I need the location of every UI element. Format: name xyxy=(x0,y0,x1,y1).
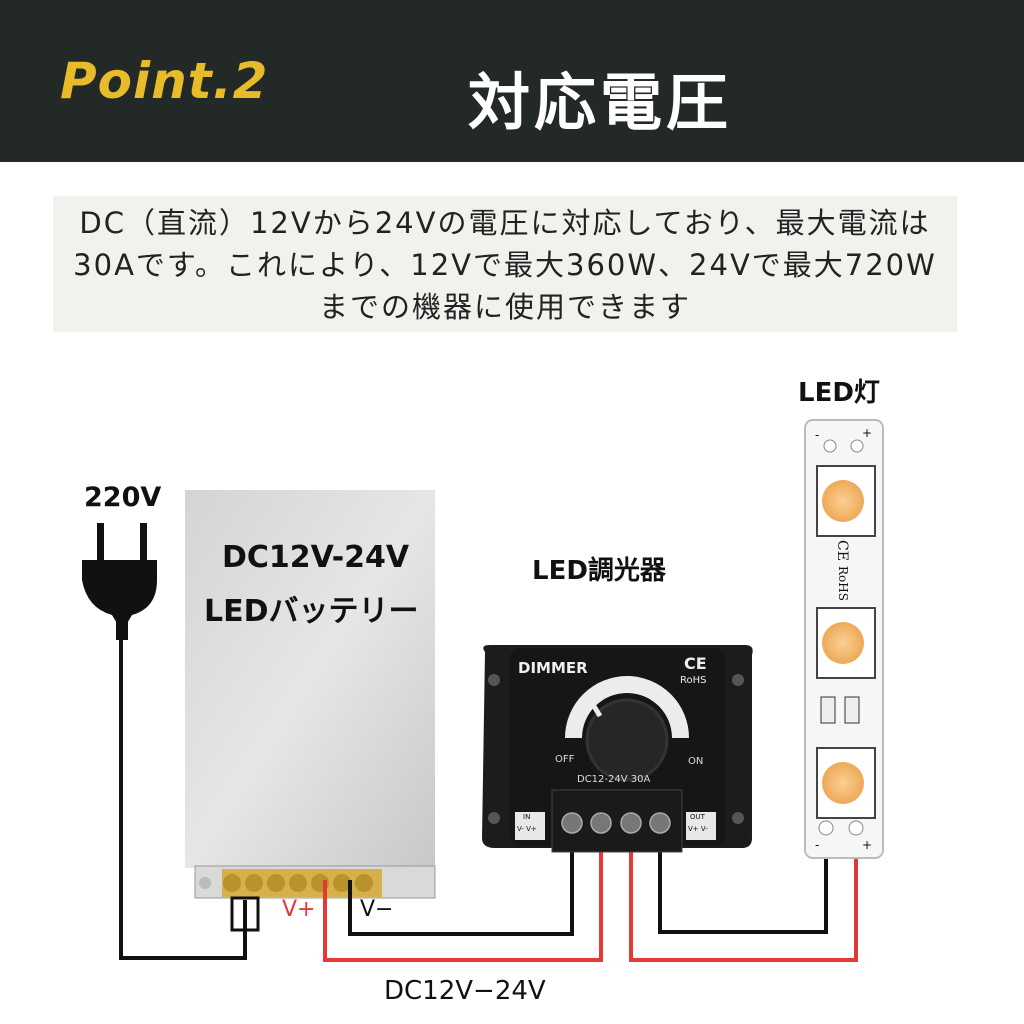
page-title: 対応電圧 xyxy=(467,66,732,139)
psu-label-line1: DC12V-24V xyxy=(222,540,410,575)
mains-voltage-label: 220V xyxy=(84,482,162,513)
dimmer-label: LED調光器 xyxy=(532,556,666,586)
power-plug-icon xyxy=(82,523,157,640)
led-strip xyxy=(804,419,884,859)
header-bar: Point.2 対応電圧 xyxy=(0,0,1024,162)
strip-plus-bottom: + xyxy=(862,838,873,852)
psu-vminus-label: V− xyxy=(360,897,394,922)
dimmer-off-label: OFF xyxy=(555,754,575,765)
dimmer-out-label: OUT xyxy=(690,813,705,821)
power-supply xyxy=(185,490,436,899)
dimmer-device xyxy=(482,645,753,853)
description-text: DC（直流）12Vから24Vの電圧に対応しており、最大電流は30Aです。これによ… xyxy=(73,206,937,324)
psu-vplus-label: V+ xyxy=(282,897,316,922)
dimmer-on-label: ON xyxy=(688,756,704,767)
bottom-voltage-label: DC12V−24V xyxy=(384,976,546,1006)
dimmer-in-pins: V- V+ xyxy=(517,825,537,833)
strip-minus-bottom: - xyxy=(815,838,820,852)
dimmer-out-pins: V+ V- xyxy=(688,825,708,833)
strip-ce-mark: CE xyxy=(834,540,850,561)
strip-plus-top: + xyxy=(862,426,873,440)
psu-label-line2: LEDバッテリー xyxy=(204,594,419,629)
dimmer-spec-label: DC12-24V 30A xyxy=(577,774,651,785)
dimmer-rohs-mark: RoHS xyxy=(680,675,707,686)
led-label: LED灯 xyxy=(798,378,880,408)
point-label: Point.2 xyxy=(60,52,269,110)
strip-minus-top: - xyxy=(815,428,820,442)
dimmer-ce-mark: CE xyxy=(684,654,707,673)
description-box: DC（直流）12Vから24Vの電圧に対応しており、最大電流は30Aです。これによ… xyxy=(53,196,957,332)
dimmer-in-label: IN xyxy=(523,813,531,821)
strip-rohs-mark: RoHS xyxy=(836,566,850,601)
dimmer-brand: DIMMER xyxy=(518,659,588,677)
